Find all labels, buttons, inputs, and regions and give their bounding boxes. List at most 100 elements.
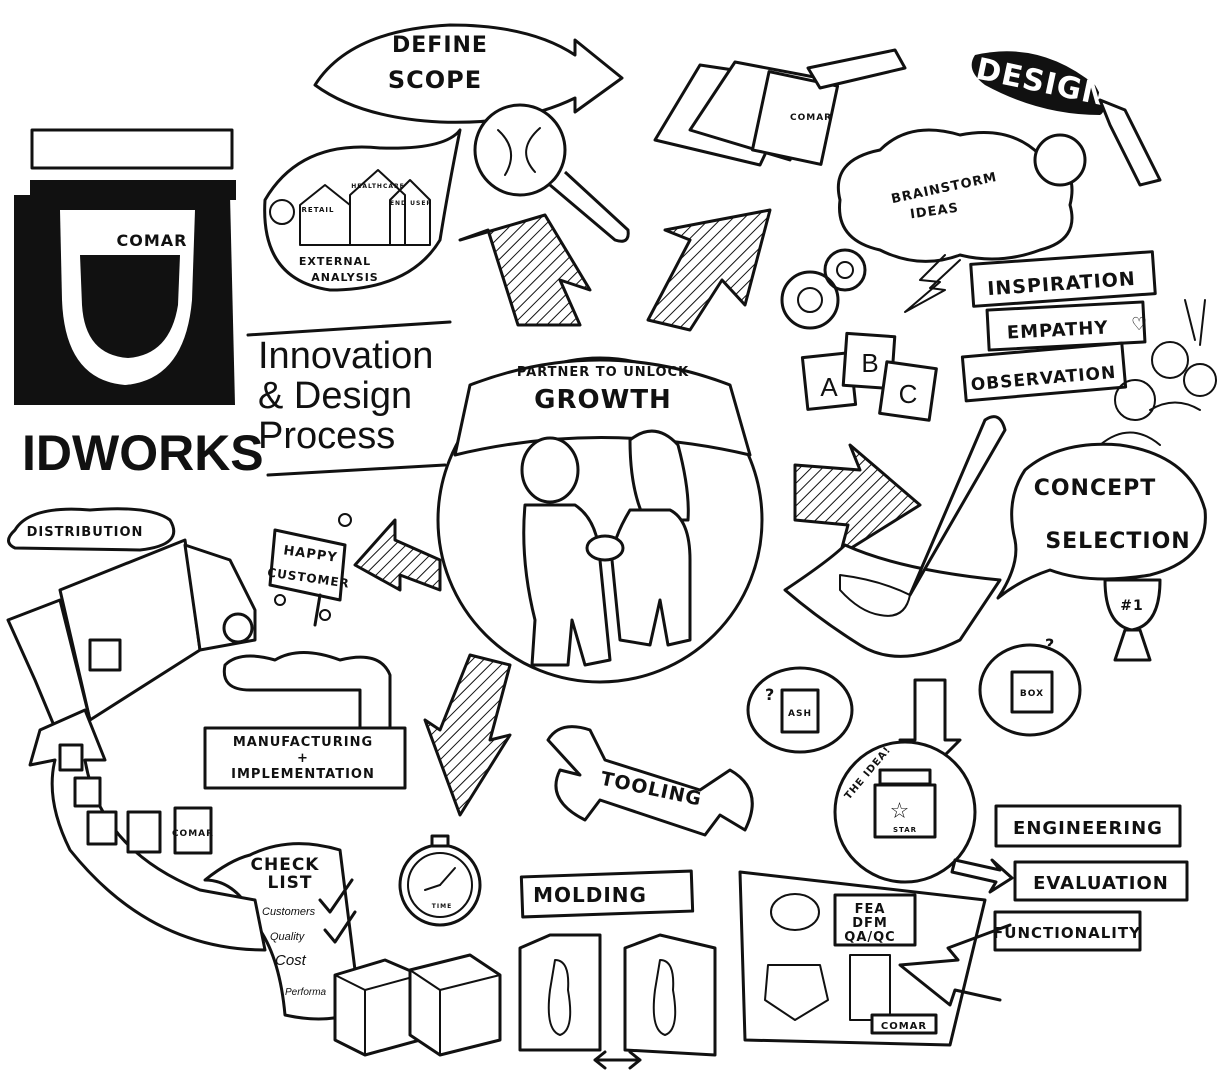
checklist-title-1: CHECK <box>251 855 320 875</box>
fea-label: FEA <box>855 902 886 917</box>
drawing-jar-front-icon <box>764 964 829 1021</box>
engineering-box <box>994 804 1182 848</box>
trophy-label: #1 <box>1120 598 1143 614</box>
molding-label: MOLDING <box>533 883 647 907</box>
house-mid-label: HEALTHCARE <box>351 183 404 190</box>
tooling-stage: TOOLING <box>546 725 754 837</box>
define-scope-arrow <box>313 23 624 124</box>
distribution-label: DISTRIBUTION <box>27 525 144 540</box>
house-retail-label: RETAIL <box>302 206 335 214</box>
gears-icon <box>780 248 867 330</box>
arrow-to-define <box>458 213 592 327</box>
research-boxes: INSPIRATION EMPATHY ♡ OBSERVATION <box>960 250 1217 446</box>
block-a-label: A <box>820 372 838 402</box>
arrow-to-evaluation <box>950 858 1014 894</box>
checkmark-icon <box>323 910 357 944</box>
engineering-stack: ENGINEERING EVALUATION FUNCTIONALITY <box>950 804 1189 952</box>
flower-icon <box>274 594 286 606</box>
concept-label-1: CONCEPT <box>1034 476 1157 501</box>
quill-icon <box>908 415 1007 597</box>
brush-handle-icon <box>1098 98 1162 187</box>
molding-box <box>519 869 695 919</box>
distribution-stage: DISTRIBUTION <box>6 507 257 742</box>
concept-speech-bubble <box>996 442 1207 600</box>
external-analysis-bubble: RETAIL HEALTHCARE END USER EXTERNAL ANAL… <box>263 128 462 292</box>
conveyor-jar-label: COMAR <box>172 829 214 839</box>
question-icon-2: ? <box>1045 635 1055 654</box>
engineering-drawing: FEA DFM QA/QC COMAR <box>738 870 1012 1047</box>
stopwatch-icon: TIME <box>398 834 482 927</box>
concept-sketch-sheet <box>783 543 1002 658</box>
checklist-item: Customers <box>262 906 316 918</box>
center-circle <box>436 356 764 684</box>
jar-icon <box>126 810 162 854</box>
trophy-icon: #1 <box>1103 578 1162 662</box>
logo-d-inner <box>80 255 180 358</box>
design-brush-stroke <box>971 51 1104 115</box>
checklist-item: Cost <box>275 952 307 969</box>
flower-icon <box>319 609 331 621</box>
growth-banner <box>453 358 752 457</box>
dfm-label: DFM <box>852 916 888 931</box>
banner-main-text: GROWTH <box>534 385 672 415</box>
heart-icon: ♡ <box>1131 314 1147 334</box>
magnifier-icon <box>473 103 630 243</box>
title-line-2: & Design <box>258 375 412 417</box>
brainstorm-cloud: BRAINSTORM IDEAS <box>836 128 1087 313</box>
manufacturing-stage: MANUFACTURING + IMPLEMENTATION <box>203 651 407 790</box>
partner-right-figure <box>610 429 692 647</box>
jar-icon <box>173 806 213 855</box>
define-label-1: DEFINE <box>392 33 488 58</box>
arrow-to-customer <box>353 518 442 592</box>
pencil-icon <box>806 48 907 90</box>
evaluation-label: EVALUATION <box>1033 873 1169 894</box>
center-hub: PARTNER TO UNLOCK GROWTH <box>436 356 764 684</box>
truck-icon <box>6 538 257 742</box>
sketch-jar-label: COMAR <box>790 113 832 123</box>
manufacturing-label-2: IMPLEMENTATION <box>231 767 375 782</box>
define-label-2: SCOPE <box>388 66 482 94</box>
drawing-jar-side-icon <box>849 954 891 1021</box>
house-retail-icon <box>299 184 351 246</box>
title-line-3: Process <box>258 415 395 457</box>
checklist-item: Performa <box>285 987 327 998</box>
wrench-icon <box>546 725 754 837</box>
logo-wordmark: IDWORKS <box>22 425 264 481</box>
jar-icon <box>58 743 84 772</box>
molding-stage: MOLDING <box>518 869 717 1070</box>
functionality-label: FUNCTIONALITY <box>993 924 1141 942</box>
sign-board <box>268 528 347 602</box>
shipping-boxes-icon <box>333 953 502 1057</box>
drawing-sheet <box>738 870 987 1047</box>
define-scope-stage: DEFINE SCOPE <box>313 23 624 124</box>
banner-top-text: PARTNER TO UNLOCK <box>517 365 689 380</box>
checkmark-icon <box>318 878 354 914</box>
checklist-stage: CHECK LIST Customers Quality Cost Perfor… <box>203 842 362 1021</box>
arrow-to-design <box>646 208 772 332</box>
block-c-label: C <box>899 379 918 409</box>
question-icon-1: ? <box>765 685 775 704</box>
swap-arrows-icon <box>593 1050 642 1070</box>
manufacturing-box <box>203 726 407 790</box>
bird-icon <box>338 513 352 527</box>
external-analysis-label-2: ANALYSIS <box>311 271 378 284</box>
manufacturing-label-1: MANUFACTURING <box>233 735 373 750</box>
checklist-item: Quality <box>270 931 306 943</box>
drawing-lid-icon <box>770 893 820 931</box>
external-analysis-label-1: EXTERNAL <box>299 255 371 268</box>
the-idea-stage: THE IDEA! ☆ STAR <box>833 740 977 884</box>
stopwatch-label: TIME <box>432 903 452 910</box>
checklist-scroll <box>203 842 362 1021</box>
arrow-back-to-drawing <box>898 923 1012 1007</box>
jar-icon <box>86 810 118 846</box>
evaluation-box <box>1013 860 1189 902</box>
star-label: STAR <box>893 826 917 834</box>
house-enduser-icon <box>389 179 431 246</box>
lightning-icon <box>904 254 961 313</box>
manufacturing-plus: + <box>297 751 309 766</box>
process-title: Innovation & Design Process <box>246 320 452 477</box>
mold-half-right-icon <box>623 933 717 1057</box>
engineering-label: ENGINEERING <box>1013 818 1163 839</box>
happy-customer-sign: HAPPY CUSTOMER <box>267 513 352 627</box>
